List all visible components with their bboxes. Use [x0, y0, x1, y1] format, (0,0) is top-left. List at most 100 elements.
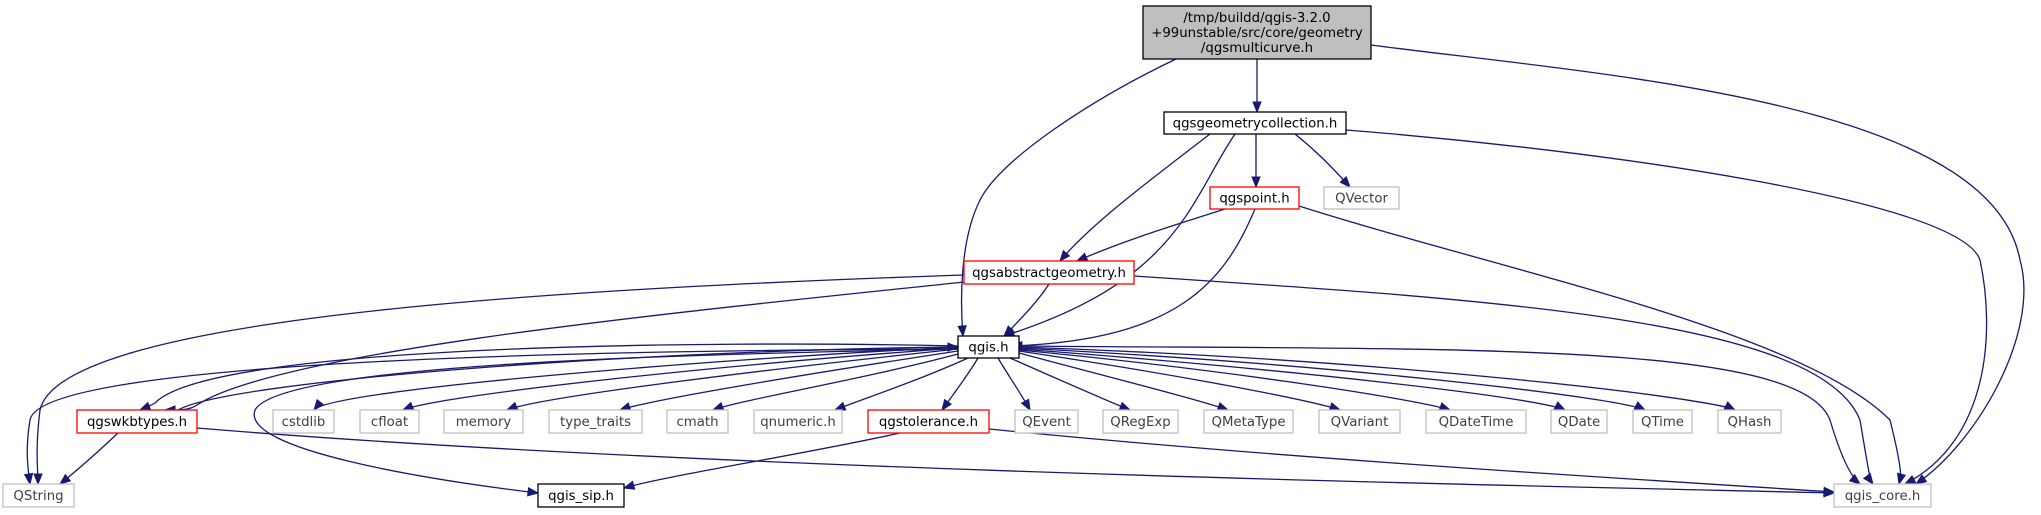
arrowhead [1059, 249, 1071, 263]
node-label: /qgsmulticurve.h [1201, 41, 1313, 56]
arrowhead [1339, 176, 1351, 188]
node-label: QHash [1728, 415, 1772, 430]
node-box [957, 335, 1020, 359]
node-tolerance[interactable]: qgstolerance.h [867, 409, 990, 434]
edge-wkbtypes-to-qgis [177, 342, 960, 411]
node-box [76, 409, 198, 434]
node-qdatetime[interactable]: QDateTime [1425, 409, 1527, 434]
node-label: memory [456, 415, 512, 430]
node-label: QVector [1335, 192, 1388, 207]
node-qdate[interactable]: QDate [1550, 409, 1608, 434]
node-qhash[interactable]: QHash [1717, 409, 1782, 434]
arrowhead [1075, 252, 1089, 262]
arrowhead [1553, 401, 1567, 411]
node-label: +99unstable/src/core/geometry [1151, 26, 1363, 41]
edge-qgis-to-type_traits [618, 350, 959, 412]
arrowhead [23, 472, 34, 486]
arrowhead [1862, 472, 1874, 486]
edge-root-to-qgis [957, 58, 1177, 338]
arrowhead [1848, 473, 1862, 485]
arrowhead [1903, 474, 1917, 485]
edge-wkbtypes-to-qgis_core [196, 427, 1836, 498]
node-memory[interactable]: memory [443, 409, 524, 434]
node-label: cstdlib [282, 415, 326, 430]
nodes-layer: /tmp/buildd/qgis-3.2.0+99unstable/src/co… [2, 5, 1932, 508]
node-label: QEvent [1022, 415, 1071, 430]
node-box [1425, 409, 1527, 434]
edge-qgis-to-wkbtypes [138, 343, 959, 411]
node-label: QString [13, 489, 63, 504]
arrowhead [33, 473, 43, 486]
node-qgis_sip[interactable]: qgis_sip.h [537, 483, 625, 508]
node-cfloat[interactable]: cfloat [359, 409, 420, 434]
node-box [2, 483, 75, 508]
node-label: qgsgeometrycollection.h [1173, 117, 1338, 132]
edge-qgis-to-qgis_core [1018, 345, 1862, 485]
edge-wkbtypes-to-qstring [58, 432, 119, 485]
edge-qgis-to-qmetatype [1018, 352, 1230, 411]
node-label: type_traits [560, 415, 631, 430]
arrowhead [1914, 474, 1928, 485]
node-box [1318, 409, 1401, 434]
node-label: QMetaType [1211, 415, 1285, 430]
arrowhead [1252, 101, 1262, 114]
node-label: /tmp/buildd/qgis-3.2.0 [1183, 11, 1330, 26]
edge-tolerance-to-qgis_core [988, 428, 1836, 497]
node-qvariant[interactable]: QVariant [1318, 409, 1401, 434]
node-root[interactable]: /tmp/buildd/qgis-3.2.0+99unstable/src/co… [1142, 5, 1372, 60]
node-box [272, 409, 335, 434]
node-label: qgis_sip.h [548, 489, 614, 504]
arrowhead [1823, 486, 1836, 497]
node-wkbtypes[interactable]: qgswkbtypes.h [76, 409, 198, 434]
edge-geomcoll-to-qgis [1002, 133, 1236, 338]
node-cmath[interactable]: cmath [666, 409, 729, 434]
edge-qgis-to-memory [505, 348, 959, 411]
arrowhead [1216, 402, 1230, 411]
arrowhead [505, 401, 519, 411]
node-absgeom[interactable]: qgsabstractgeometry.h [963, 260, 1135, 285]
node-qtime[interactable]: QTime [1632, 409, 1693, 434]
arrowhead [1896, 472, 1907, 486]
node-label: qgspoint.h [1219, 192, 1289, 207]
node-label: QTime [1641, 415, 1684, 430]
node-type_traits[interactable]: type_traits [548, 409, 643, 434]
node-box [548, 409, 643, 434]
node-qmetatype[interactable]: QMetaType [1203, 409, 1294, 434]
arrowhead [1633, 401, 1647, 411]
node-box [666, 409, 729, 434]
arrowhead [401, 401, 415, 411]
node-label: QDate [1558, 415, 1600, 430]
edge-qgis-to-qstring [23, 348, 959, 486]
node-qnumeric[interactable]: qnumeric.h [753, 409, 843, 434]
node-box [1632, 409, 1693, 434]
node-box [1717, 409, 1782, 434]
node-box [1142, 5, 1372, 60]
node-qgis_core[interactable]: qgis_core.h [1833, 483, 1932, 508]
arrowhead [1723, 401, 1737, 411]
node-qstring[interactable]: QString [2, 483, 75, 508]
node-box [1014, 409, 1079, 434]
node-label: qgis.h [968, 341, 1008, 356]
node-label: QDateTime [1439, 415, 1514, 430]
node-box [443, 409, 524, 434]
node-point[interactable]: qgspoint.h [1209, 186, 1300, 210]
node-qregexp[interactable]: QRegExp [1102, 409, 1179, 434]
edge-point-to-qgis_core [1298, 205, 1907, 486]
arrowhead [622, 480, 636, 490]
node-label: cfloat [371, 415, 408, 430]
edge-absgeom-to-qgis_core [1133, 275, 1874, 486]
node-box [1550, 409, 1608, 434]
node-qvector[interactable]: QVector [1323, 186, 1400, 210]
node-geomcoll[interactable]: qgsgeometrycollection.h [1163, 111, 1347, 135]
edge-point-to-absgeom [1075, 208, 1226, 262]
arrowhead [957, 325, 967, 338]
edge-root-to-qgis_core [1370, 44, 2025, 485]
edge-absgeom-to-wkbtypes [163, 281, 965, 415]
node-cstdlib[interactable]: cstdlib [272, 409, 335, 434]
node-qgis[interactable]: qgis.h [957, 335, 1020, 359]
node-label: qnumeric.h [760, 415, 836, 430]
node-box [753, 409, 843, 434]
node-label: cmath [676, 415, 718, 430]
node-qevent[interactable]: QEvent [1014, 409, 1079, 434]
arrowhead [1251, 176, 1261, 189]
